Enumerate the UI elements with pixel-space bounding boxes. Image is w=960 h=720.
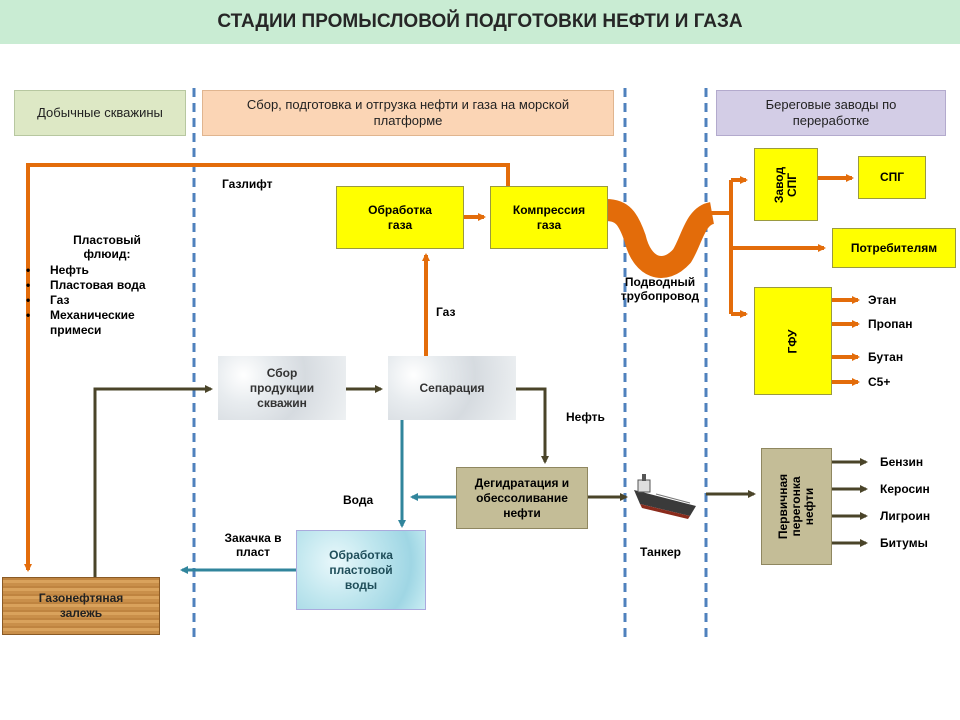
header-platform: Сбор, подготовка и отгрузка нефти и газа… (202, 90, 614, 136)
collection-box: Сбор продукции скважин (218, 356, 346, 420)
gas-label: Газ (436, 305, 456, 319)
gfu-product: Бутан (868, 350, 904, 364)
gfu-product: С5+ (868, 375, 891, 389)
consumers-box: Потребителям (832, 228, 956, 268)
fluid-heading: Пластовый флюид: (73, 233, 141, 261)
distillation-box: Первичная перегонка нефти (761, 448, 832, 565)
oil-product: Керосин (880, 482, 930, 496)
injection-label: Закачка в пласт (224, 531, 282, 559)
distillation-label: Первичная перегонка нефти (776, 473, 816, 540)
spg-plant-box: Завод СПГ (754, 148, 818, 221)
page-title: СТАДИИ ПРОМЫСЛОВОЙ ПОДГОТОВКИ НЕФТИ И ГА… (0, 0, 960, 44)
water-treatment-box: Обработка пластовой воды (296, 530, 426, 610)
fluid-list: Нефть Пластовая вода Газ Механические пр… (22, 263, 182, 338)
gfu-label: ГФУ (785, 328, 800, 354)
gas-treatment-box: Обработка газа (336, 186, 464, 249)
oil-label: Нефть (566, 410, 605, 424)
gfu-product: Пропан (868, 317, 913, 331)
fluid-item: Газ (22, 293, 182, 308)
water-arrows (180, 420, 456, 574)
tanker-label: Танкер (640, 545, 681, 559)
fluid-item: Нефть (22, 263, 182, 278)
gaslift-label: Газлифт (222, 177, 273, 191)
tanker-icon (634, 474, 696, 519)
water-label: Вода (343, 493, 374, 507)
section-dividers (192, 88, 708, 640)
spg-plant-label: Завод СПГ (772, 166, 799, 203)
header-shore: Береговые заводы по переработке (716, 90, 946, 136)
oil-product: Битумы (880, 536, 928, 550)
gfu-box: ГФУ (754, 287, 832, 395)
pipeline-label: Подводный трубопровод (620, 275, 700, 303)
spg-box: СПГ (858, 156, 926, 199)
reservoir-box: Газонефтяная залежь (2, 577, 160, 635)
gfu-product: Этан (868, 293, 897, 307)
gas-compression-box: Компрессия газа (490, 186, 608, 249)
fluid-item: Механические примеси (22, 308, 180, 338)
header-wells: Добычные скважины (14, 90, 186, 136)
dehydration-box: Дегидратация и обессоливание нефти (456, 467, 588, 529)
oil-product: Бензин (880, 455, 924, 469)
fluid-panel: Пластовый флюид: Нефть Пластовая вода Га… (22, 233, 182, 338)
gas-arrows (24, 163, 860, 572)
separation-box: Сепарация (388, 356, 516, 420)
oil-arrows (93, 385, 868, 578)
fluid-item: Пластовая вода (22, 278, 160, 293)
oil-product: Лигроин (880, 509, 931, 523)
